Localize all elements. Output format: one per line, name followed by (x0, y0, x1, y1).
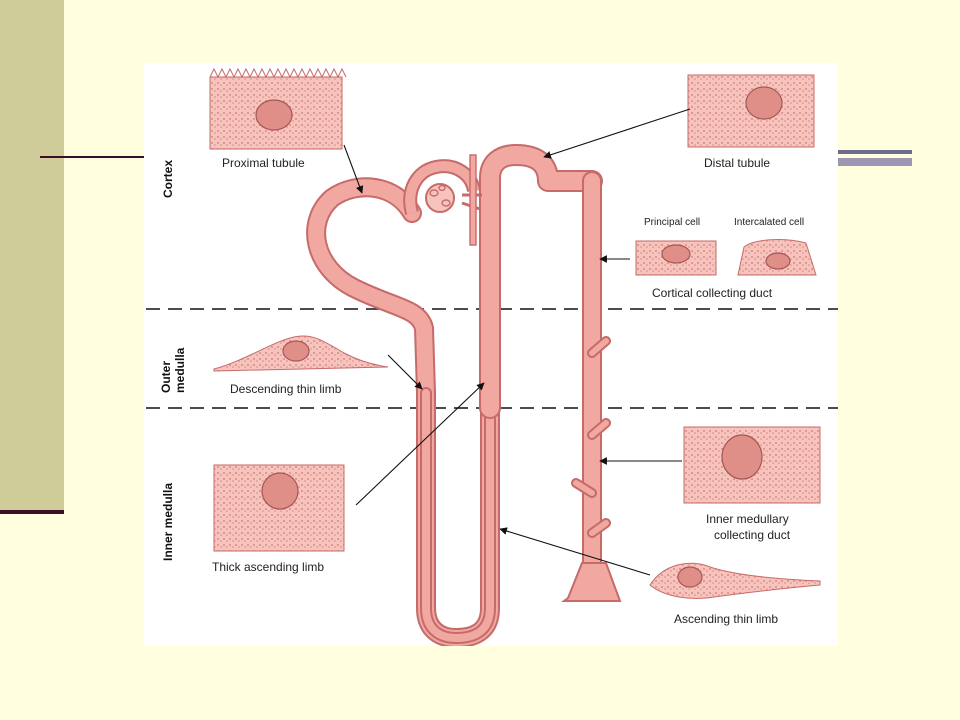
arrow-distal (543, 108, 691, 159)
label-proximal-tubule: Proximal tubule (222, 156, 305, 170)
title-rule-right-bottom (838, 158, 912, 166)
label-ascending-thin-limb: Ascending thin limb (674, 612, 778, 626)
proximal-tubule-cell (209, 67, 347, 150)
label-inner-medullary-line2: collecting duct (714, 528, 791, 542)
zone-label-cortex: Cortex (161, 160, 175, 198)
zone-label-outer-line2: medulla (173, 347, 187, 393)
title-rule-left (40, 156, 146, 158)
label-thick-ascending-limb: Thick ascending limb (212, 560, 324, 574)
ascending-thin-limb-cell (649, 562, 821, 599)
zone-label-inner-medulla: Inner medulla (161, 483, 175, 561)
nephron-diagram-panel: Cortex Outer medulla Inner medulla (144, 63, 838, 646)
label-distal-tubule: Distal tubule (704, 156, 770, 170)
distal-tubule-cell (687, 74, 815, 148)
label-cortical-collecting-duct: Cortical collecting duct (652, 286, 773, 300)
arrow-proximal (343, 144, 364, 194)
label-descending-thin-limb: Descending thin limb (230, 382, 342, 396)
nephron-tubule (306, 144, 611, 646)
label-inner-medullary-line1: Inner medullary (706, 512, 789, 526)
label-intercalated-cell: Intercalated cell (734, 217, 804, 228)
arrow-descending-thin (387, 354, 423, 390)
zone-label-outer-line1: Outer (159, 361, 173, 393)
arrow-ascending-thin (499, 527, 651, 576)
label-principal-cell: Principal cell (644, 217, 700, 228)
principal-cell (635, 240, 717, 276)
papillary-duct-flare (561, 562, 622, 602)
inner-medullary-cd-cell (683, 426, 821, 504)
title-rule-right-top (838, 150, 912, 154)
intercalated-cell (737, 239, 817, 276)
descending-thin-limb-cell (213, 335, 389, 372)
thick-ascending-limb-cell (213, 464, 345, 552)
sidebar-bar (0, 0, 64, 510)
sidebar-underline (0, 510, 64, 514)
nephron-diagram: Cortex Outer medulla Inner medulla (146, 67, 838, 646)
arrow-thick-ascending (355, 382, 485, 506)
pointer-arrows (343, 108, 691, 576)
glomerulus (403, 154, 482, 246)
